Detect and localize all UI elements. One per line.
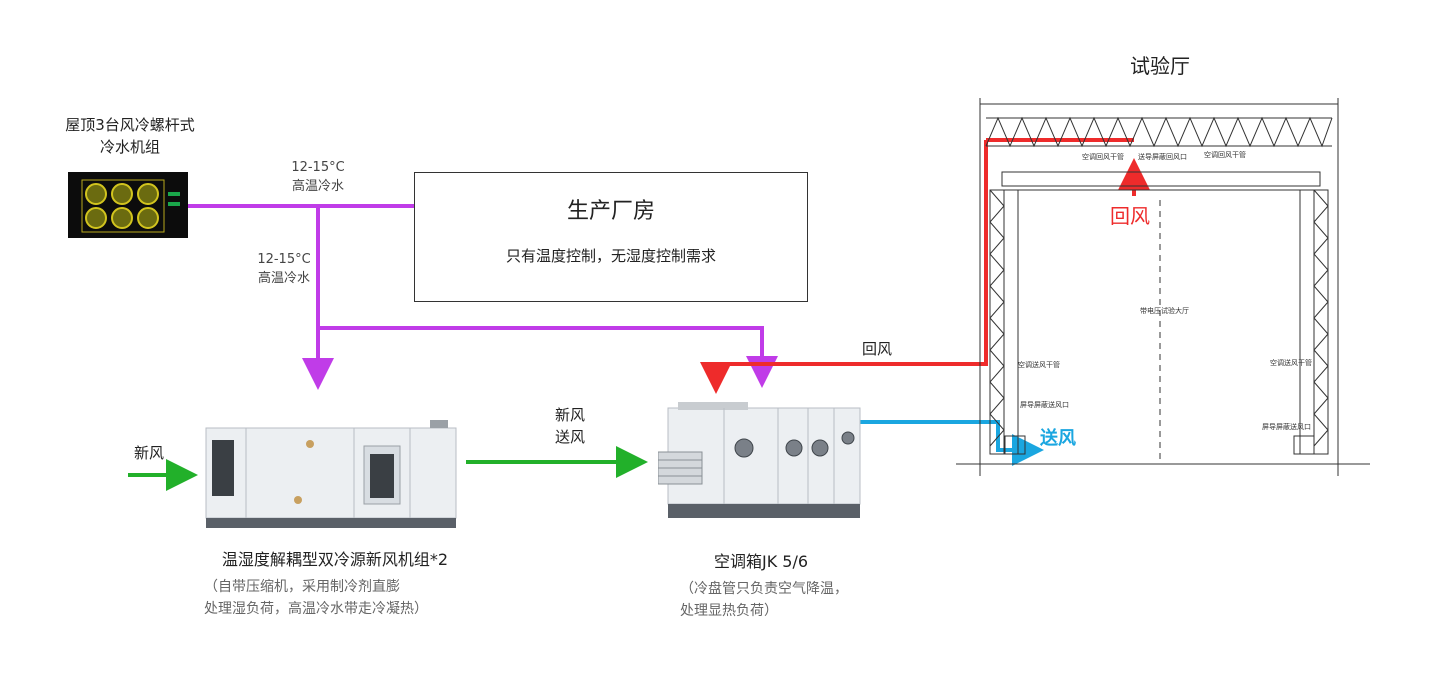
fresh-supply-line1: 新风	[554, 406, 585, 424]
chiller-title: 屋顶3台风冷螺杆式 冷水机组	[40, 114, 220, 158]
return-air-line	[700, 140, 988, 394]
hall-return-label: 回风	[1110, 204, 1150, 228]
water-top-temp: 12-15°C	[291, 160, 345, 175]
factory-desc: 只有温度控制，无湿度控制需求	[505, 247, 716, 265]
hall-label-5: 空调送风干管	[1270, 359, 1312, 367]
hall-label-1: 空调回风干管	[1082, 153, 1124, 161]
ahu-note-line1: （冷盘管只负责空气降温，	[680, 581, 848, 597]
factory-box: 生产厂房 只有温度控制，无湿度控制需求	[414, 172, 808, 302]
fresh-air-in-label: 新风	[134, 444, 165, 462]
ahu-note: （冷盘管只负责空气降温， 处理显热负荷）	[680, 578, 900, 622]
water-left-label: 12-15°C 高温冷水	[246, 250, 322, 288]
fau-note: （自带压缩机，采用制冷剂直膨 处理湿负荷，高温冷水带走冷凝热）	[204, 576, 494, 620]
factory-title: 生产厂房	[566, 199, 655, 224]
supply-air-line	[858, 420, 1044, 466]
fau-note-line2: 处理湿负荷，高温冷水带走冷凝热）	[204, 601, 428, 617]
hall-label-2: 送导屏蔽回风口	[1138, 153, 1187, 161]
hall-label-8: 带电压试验大厅	[1140, 307, 1189, 315]
return-air-label: 回风	[862, 340, 893, 358]
water-top-label: 12-15°C 高温冷水	[278, 158, 358, 196]
fau-title: 温湿度解耦型双冷源新风机组*2	[221, 550, 449, 569]
chiller-image	[68, 172, 188, 238]
hall-supply-label: 送风	[1040, 428, 1076, 449]
chiller-title-line1: 屋顶3台风冷螺杆式	[65, 116, 195, 134]
water-left-text: 高温冷水	[257, 271, 310, 286]
test-hall-drawing	[956, 98, 1370, 476]
fau-note-line1: （自带压缩机，采用制冷剂直膨	[204, 579, 400, 595]
fresh-supply-line2: 送风	[554, 428, 585, 446]
ahu-note-line2: 处理显热负荷）	[680, 603, 778, 619]
water-line-to-ahu	[318, 326, 778, 388]
ahu-title: 空调箱JK 5/6	[713, 552, 809, 571]
hall-label-7: 屏导屏蔽送风口	[1262, 423, 1311, 431]
fresh-supply-label: 新风 送风	[540, 404, 600, 448]
hall-label-3: 空调回风干管	[1204, 151, 1246, 159]
fresh-air-unit-image	[204, 420, 458, 532]
water-top-text: 高温冷水	[291, 179, 344, 194]
water-left-temp: 12-15°C	[257, 252, 311, 267]
hall-label-4: 空调送风干管	[1018, 361, 1060, 369]
hall-label-6: 屏导屏蔽送风口	[1020, 401, 1069, 409]
chiller-title-line2: 冷水机组	[99, 138, 160, 156]
ahu-image	[658, 402, 864, 534]
hall-title: 试验厅	[1130, 54, 1190, 78]
